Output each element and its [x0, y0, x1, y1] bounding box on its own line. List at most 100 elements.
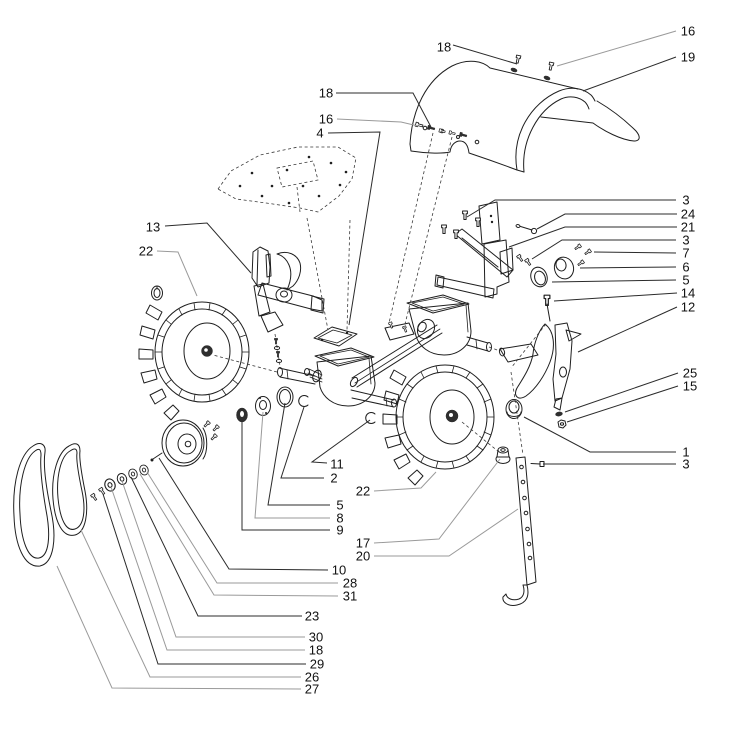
- callout-label: 24: [681, 207, 695, 222]
- callout-label: 10: [332, 563, 346, 578]
- callout-label: 3: [682, 233, 689, 248]
- leader-line: [553, 292, 678, 302]
- leader-line: [582, 56, 677, 92]
- carriage-bolts: [516, 253, 533, 267]
- leader-line: [373, 458, 501, 544]
- callout-label: 11: [330, 457, 344, 472]
- stake-holes: [519, 464, 533, 561]
- callout-label: 9: [336, 523, 343, 538]
- leader-line: [452, 44, 518, 65]
- callout-label: 14: [681, 286, 695, 301]
- stake-bolt: [530, 461, 545, 467]
- callout-label: 30: [309, 630, 323, 645]
- v-belt-outer: [13, 443, 55, 567]
- callout-label: 29: [310, 657, 324, 672]
- e-clip-right: [365, 412, 376, 424]
- leader-line: [523, 416, 676, 453]
- gasket: [313, 326, 358, 347]
- right-stub-axle: [466, 336, 489, 352]
- leader-line: [536, 213, 677, 230]
- callout-label: 16: [319, 112, 333, 127]
- bracket-dark-strap: [461, 237, 499, 268]
- mounting-bracket-assembly: [434, 201, 538, 299]
- callout-label: 20: [356, 549, 370, 564]
- leader-line: [156, 250, 198, 297]
- callout-label: 31: [343, 589, 357, 604]
- leader-line: [241, 421, 330, 531]
- callout-label: 7: [682, 246, 689, 261]
- leader-line: [130, 476, 302, 617]
- leader-line: [336, 92, 432, 128]
- leader-line: [267, 402, 330, 506]
- leader-line: [110, 486, 305, 651]
- depth-stake-assembly: [495, 399, 567, 606]
- tread-chevrons: [138, 304, 180, 421]
- drive-pulley: [161, 419, 205, 467]
- long-bolt: [543, 294, 551, 322]
- callout-label: 1: [682, 445, 689, 460]
- callout-label: 15: [683, 379, 697, 394]
- leader-line: [551, 279, 677, 283]
- leader-line: [466, 199, 676, 218]
- callout-label: 22: [139, 244, 153, 259]
- leader-line: [80, 529, 301, 678]
- stake-washer: [555, 411, 563, 417]
- leader-line: [577, 306, 678, 353]
- leader-line: [531, 239, 676, 260]
- input-spline: [304, 368, 323, 383]
- callout-label: 19: [681, 50, 695, 65]
- right-tine-assembly: [498, 322, 582, 411]
- bearing-seal-cluster: [530, 243, 592, 322]
- callout-layer: 1619181816413223242137651412251513112225…: [56, 24, 697, 697]
- leader-line: [327, 131, 381, 326]
- callout-label: 28: [343, 576, 357, 591]
- callout-label: 6: [682, 260, 689, 275]
- leader-line: [164, 222, 252, 274]
- gearbox-left: [277, 347, 397, 408]
- callout-label: 23: [305, 609, 319, 624]
- callout-label: 26: [305, 670, 319, 685]
- callout-label: 22: [356, 484, 370, 499]
- leader-line: [146, 471, 338, 584]
- leader-line: [158, 457, 329, 571]
- stake-foot: [502, 584, 529, 606]
- lock-nut: [495, 446, 511, 464]
- hood-top-screws: [510, 54, 555, 81]
- stake-nut: [557, 419, 567, 429]
- leader-line: [102, 493, 306, 665]
- callout-label: 12: [681, 300, 695, 315]
- leader-line: [593, 251, 677, 254]
- bracket-bolts: [441, 210, 481, 239]
- leader-line: [254, 411, 330, 519]
- callout-label: 18: [437, 40, 451, 55]
- leader-line: [374, 508, 519, 557]
- callout-label: 18: [309, 643, 323, 658]
- hood-edge-bolts: [414, 121, 468, 139]
- leader-line: [579, 266, 677, 269]
- leader-line: [564, 372, 679, 413]
- engine-mounting-plate: [217, 146, 357, 213]
- callout-label: 17: [356, 536, 370, 551]
- v-belt-inner: [52, 443, 88, 536]
- callout-label: 18: [319, 86, 333, 101]
- tread-chevrons: [382, 369, 424, 486]
- pulley-assembly: [90, 419, 220, 502]
- wheel-left: [138, 301, 250, 421]
- callout-label: 2: [330, 471, 337, 486]
- leader-line: [121, 480, 305, 638]
- callout-label: 13: [146, 220, 160, 235]
- tine-bolts: [273, 333, 283, 367]
- clevis-pin: [515, 224, 538, 235]
- callout-label: 8: [336, 511, 343, 526]
- callout-label: 5: [336, 498, 343, 513]
- tine-hood: [409, 54, 640, 173]
- callout-label: 4: [316, 126, 323, 141]
- axle-hardware: [151, 285, 376, 424]
- wheel-right: [382, 364, 495, 486]
- e-clip-left: [298, 395, 309, 407]
- callout-label: 27: [305, 682, 319, 697]
- leader-line: [336, 118, 419, 127]
- stake-bushing: [505, 399, 523, 419]
